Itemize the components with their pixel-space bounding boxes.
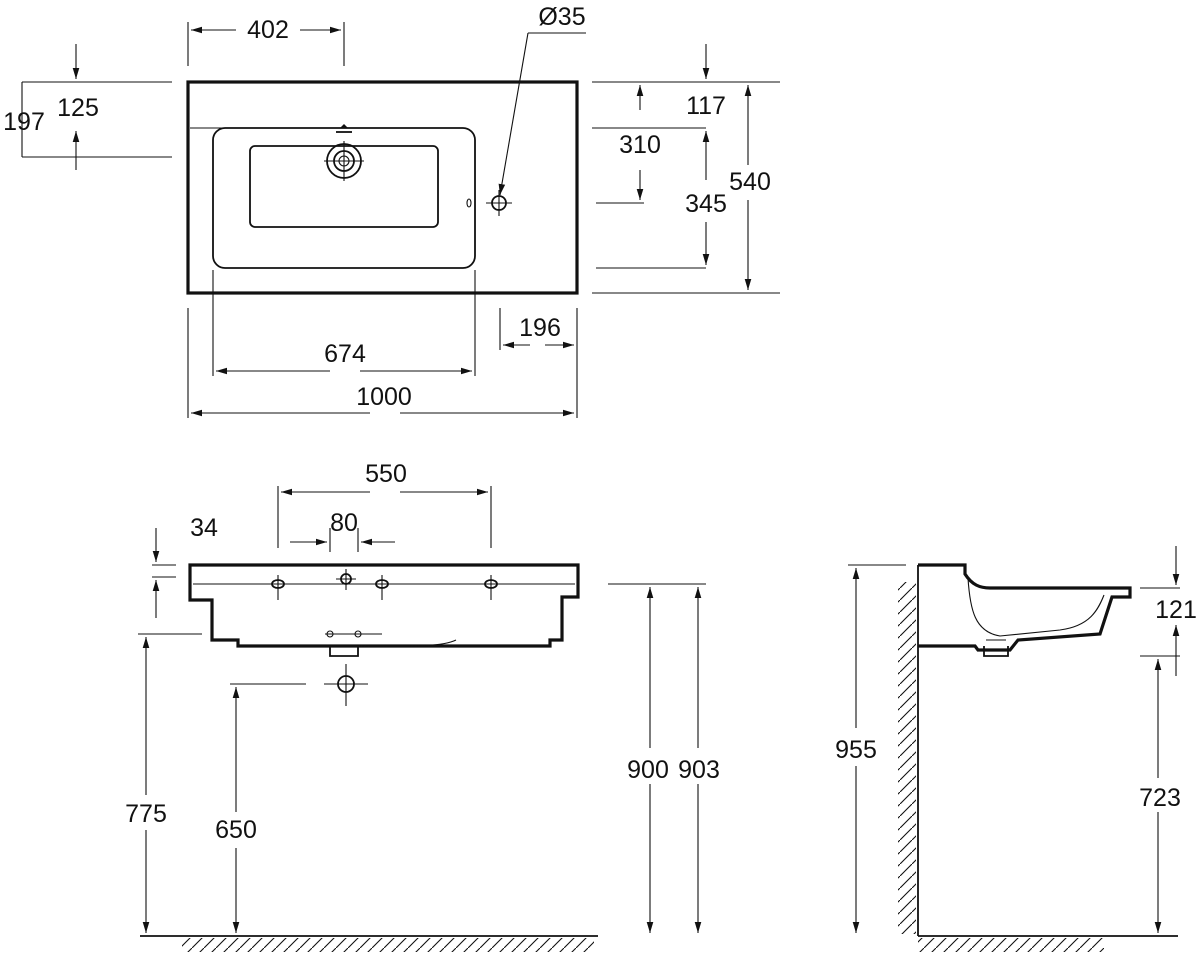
- tap-hole-icon: [271, 575, 285, 600]
- dim-775-label: 775: [125, 800, 167, 828]
- drain-axis-arrow: [340, 124, 348, 128]
- front-view: 550 80 34 775 650 900 903: [125, 460, 720, 952]
- bowl-inner-profile: [967, 577, 1105, 637]
- dim-900-label: 900: [627, 756, 669, 784]
- dim-550-label: 550: [365, 460, 407, 488]
- wall-hatch: [898, 582, 916, 934]
- floor-hatch: [182, 938, 594, 952]
- side-waste-outlet: [983, 646, 1009, 657]
- dim-674-label: 674: [324, 340, 366, 368]
- top-view: 402 Ø35 125 197 117 310 345 540: [3, 3, 780, 418]
- dim-1000-label: 1000: [356, 383, 412, 411]
- dim-197-label: 197: [3, 108, 45, 136]
- dim-540-label: 540: [729, 168, 771, 196]
- overflow-icon: [466, 198, 472, 208]
- tap-hole-icon: [486, 190, 512, 216]
- tap-hole-icon: [336, 569, 356, 590]
- dim-402-label: 402: [247, 16, 289, 44]
- basin-side-outline: [918, 563, 1132, 652]
- dim-196-label: 196: [519, 314, 561, 342]
- side-view: 955 121 723: [835, 546, 1197, 952]
- waste-marker-icon: [326, 630, 362, 638]
- waste-outlet: [329, 646, 359, 657]
- dim-345-label: 345: [685, 190, 727, 218]
- floor-hatch: [918, 938, 1104, 952]
- dim-903-label: 903: [678, 756, 720, 784]
- dim-125-label: 125: [57, 94, 99, 122]
- basin-top-outline: [186, 80, 579, 295]
- leader-arrow: [498, 32, 529, 196]
- dim-117-label: 117: [686, 92, 726, 120]
- dim-310-label: 310: [619, 131, 661, 159]
- dim-723-label: 723: [1139, 784, 1181, 812]
- overflow-channel: [357, 639, 457, 647]
- waste-pipe-center-icon: [324, 664, 368, 706]
- dim-955-label: 955: [835, 736, 877, 764]
- dim-121-label: 121: [1155, 596, 1197, 624]
- drain-icon: [324, 141, 364, 181]
- dim-650-label: 650: [215, 816, 257, 844]
- tap-hole-icon: [484, 575, 498, 600]
- dim-diameter-35-label: Ø35: [538, 3, 585, 31]
- tap-hole-icon: [375, 575, 389, 600]
- dim-34-label: 34: [190, 514, 218, 542]
- basin-front-outline: [188, 563, 580, 648]
- dim-80-label: 80: [330, 509, 358, 537]
